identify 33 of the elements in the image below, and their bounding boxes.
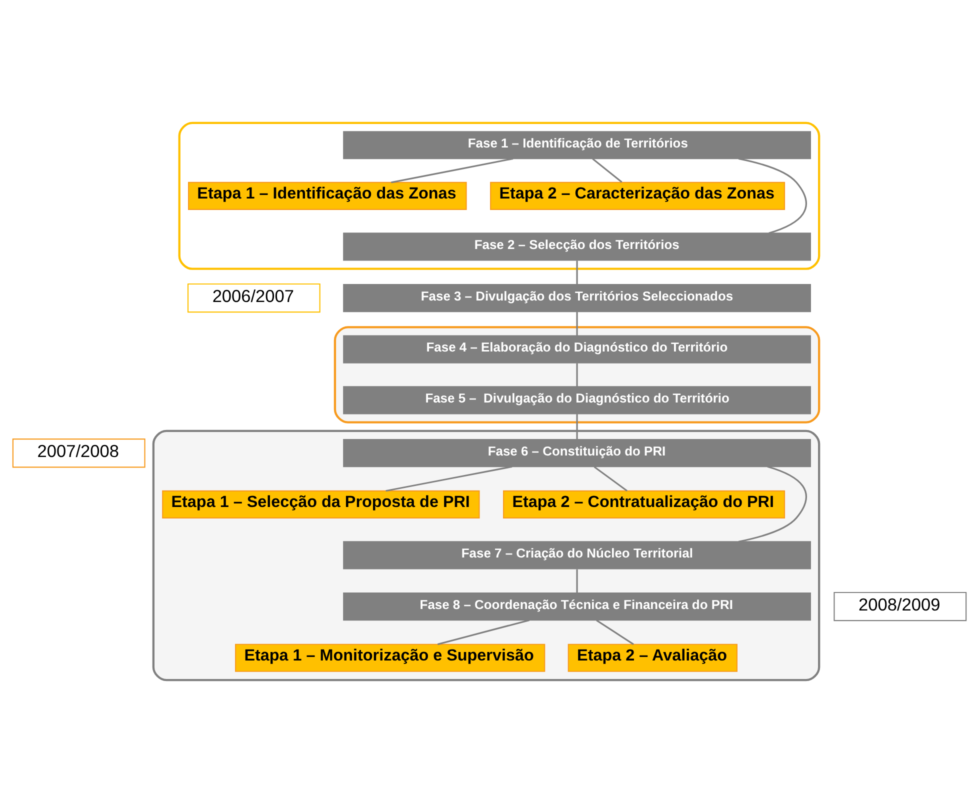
node-box: 2006/2007	[187, 282, 320, 312]
node-box: Fase 5 – Divulgação do Diagnóstico do Território	[343, 386, 811, 414]
node-box: Fase 3 – Divulgação dos Territórios Seleccionados	[343, 283, 811, 312]
node-box: Fase 7 – Criação do Núcleo Territorial	[343, 540, 811, 569]
node-box: Fase 6 – Constituição do PRI	[343, 438, 811, 467]
connector	[386, 465, 512, 492]
cluster	[152, 429, 820, 681]
connector	[576, 260, 578, 284]
node-box: Etapa 2 – Caracterização das Zonas	[490, 181, 786, 210]
node-box: Etapa 1 – Identificação das Zonas	[188, 181, 467, 210]
connector	[596, 619, 634, 645]
node-box: Etapa 2 – Contratualização do PRI	[503, 490, 786, 518]
node-box: Fase 4 – Elaboração do Diagnóstico do Território	[343, 334, 811, 363]
connector	[576, 312, 578, 336]
node-box: 2007/2008	[12, 438, 146, 468]
connector	[592, 158, 622, 182]
connector	[391, 157, 514, 183]
connector	[738, 157, 807, 234]
node-box: Fase 1 – Identificação de Territórios	[343, 130, 811, 159]
node-box: Etapa 2 – Avaliação	[568, 643, 738, 672]
node-box: Fase 8 – Coordenação Técnica e Financeira do PRI	[343, 592, 811, 620]
cluster	[334, 326, 820, 423]
node-box: Fase 2 – Selecção dos Territórios	[343, 232, 811, 260]
node-box: 2008/2009	[834, 591, 967, 621]
cluster	[178, 121, 820, 270]
node-box: Etapa 1 – Selecção da Proposta de PRI	[162, 490, 480, 518]
connector	[738, 465, 807, 542]
connector	[576, 362, 578, 386]
connector	[576, 414, 578, 439]
node-box: Etapa 1 – Monitorização e Supervisão	[235, 643, 546, 672]
connector	[576, 568, 578, 592]
connector	[594, 466, 628, 492]
connector	[437, 618, 530, 645]
